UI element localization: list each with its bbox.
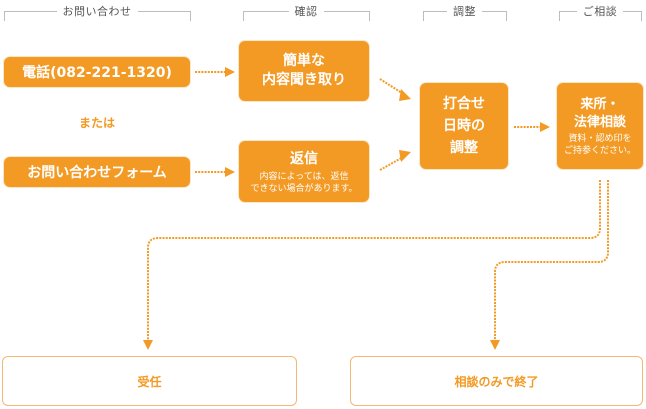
reply-box: 返信 内容によっては、返信 できない場合があります。 bbox=[239, 141, 369, 202]
arrow-simple-to-meet bbox=[379, 78, 406, 96]
header-confirm: 確認 bbox=[243, 0, 370, 22]
header-contact: お問い合わせ bbox=[4, 0, 191, 22]
simple-hearing-box: 簡単な 内容聞き取り bbox=[239, 41, 369, 101]
arrowhead bbox=[540, 122, 550, 132]
arrow-visit-to-retain bbox=[147, 180, 601, 340]
header-consult: ご相談 bbox=[559, 0, 642, 22]
outcome-consult-only-label: 相談のみで終了 bbox=[454, 374, 539, 389]
outcome-retain-box: 受任 bbox=[2, 356, 297, 406]
outcome-consult-only-box: 相談のみで終了 bbox=[350, 356, 643, 406]
visit-line1: 来所・ bbox=[580, 96, 620, 112]
simple-hearing-line1: 簡単な bbox=[283, 53, 325, 69]
arrowhead bbox=[399, 89, 411, 101]
arrow-visit-to-consult-only bbox=[494, 180, 609, 340]
header-adjust-label: 調整 bbox=[447, 5, 482, 18]
meeting-line1: 打合せ bbox=[443, 96, 485, 112]
simple-hearing-line2: 内容聞き取り bbox=[262, 72, 346, 88]
meeting-line3: 調整 bbox=[450, 140, 478, 156]
meeting-schedule-box: 打合せ 日時の 調整 bbox=[420, 83, 508, 169]
arrowhead bbox=[225, 167, 235, 177]
phone-label: 電話(082-221-1320) bbox=[22, 65, 172, 81]
visit-consultation-box: 来所・ 法律相談 資料・認め印を ご持参ください。 bbox=[557, 83, 643, 169]
arrowhead bbox=[399, 150, 411, 162]
header-consult-label: ご相談 bbox=[576, 5, 624, 18]
or-label: または bbox=[78, 116, 115, 130]
outcome-retain-label: 受任 bbox=[137, 374, 162, 389]
reply-note-line2: できない場合があります。 bbox=[250, 184, 358, 194]
visit-note-line1: 資料・認め印を bbox=[568, 133, 632, 144]
header-confirm-label: 確認 bbox=[288, 5, 324, 18]
reply-title: 返信 bbox=[290, 151, 318, 167]
contact-form-box[interactable]: お問い合わせフォーム bbox=[4, 157, 190, 187]
arrowhead bbox=[143, 340, 153, 350]
visit-line2: 法律相談 bbox=[573, 114, 626, 130]
visit-note-line2: ご持参ください。 bbox=[563, 145, 636, 156]
reply-note-line1: 内容によっては、返信 bbox=[259, 172, 349, 182]
arrowhead bbox=[490, 340, 500, 350]
arrowhead bbox=[225, 67, 235, 77]
phone-box[interactable]: 電話(082-221-1320) bbox=[4, 57, 190, 87]
header-adjust: 調整 bbox=[423, 0, 507, 22]
header-contact-label: お問い合わせ bbox=[56, 5, 138, 18]
meeting-line2: 日時の bbox=[443, 118, 485, 134]
contact-form-label: お問い合わせフォーム bbox=[27, 165, 167, 181]
